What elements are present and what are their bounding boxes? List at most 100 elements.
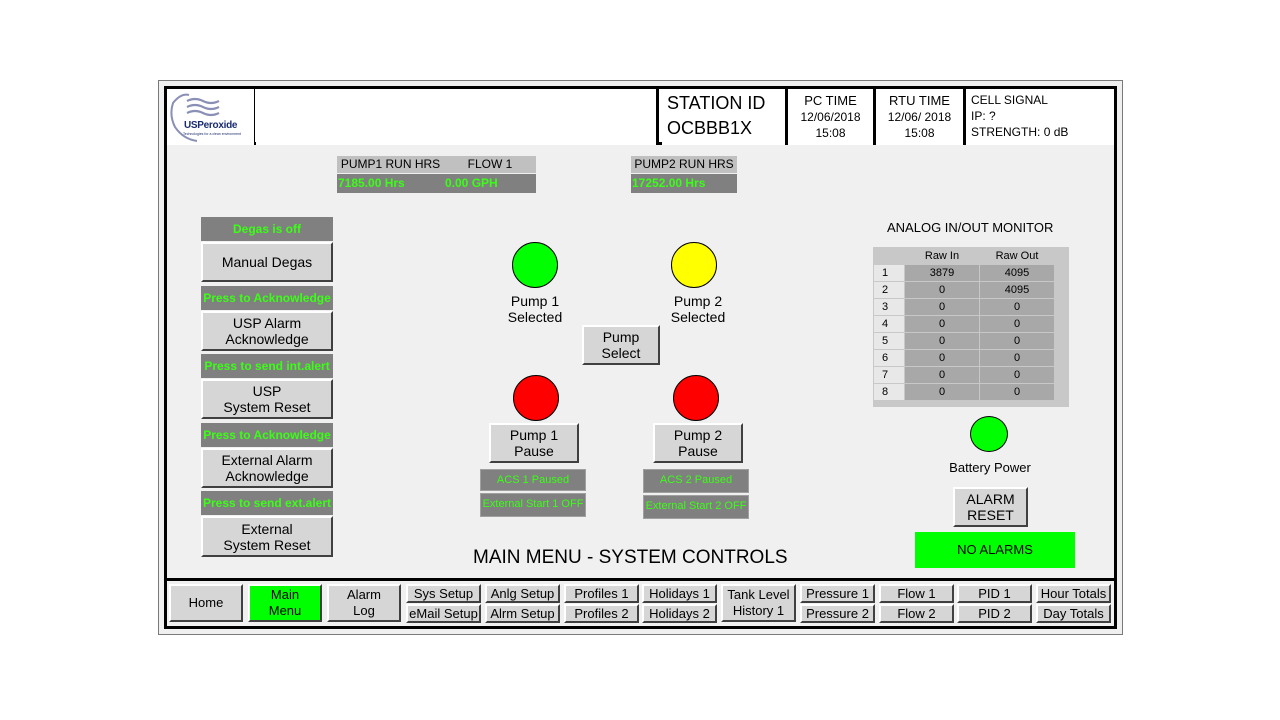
pump2-run-hrs-label: PUMP2 RUN HRS — [631, 156, 737, 173]
pump1-pause-button[interactable]: Pump 1 Pause — [489, 423, 579, 463]
analog-raw-out-value: 4095 — [979, 281, 1055, 299]
usp-alarm-acknowledge-button[interactable]: USP Alarm Acknowledge — [201, 311, 333, 351]
acs2-status: ACS 2 Paused — [643, 469, 749, 493]
analog-raw-in-value: 0 — [904, 366, 980, 384]
nav-flow2-button[interactable]: Flow 2 — [879, 604, 954, 623]
analog-monitor-title: ANALOG IN/OUT MONITOR — [887, 220, 1054, 235]
nav-alarm-log-button[interactable]: Alarm Log — [327, 584, 401, 622]
ext-alarm-ack-line2: Acknowledge — [225, 468, 309, 484]
pump-select-line2: Select — [601, 345, 641, 361]
pump1-selected-label: Pump 1 Selected — [495, 293, 575, 325]
nav-anlg-setup-button[interactable]: Anlg Setup — [485, 584, 560, 603]
analog-row-index: 8 — [873, 383, 905, 401]
analog-raw-out-value: 0 — [979, 383, 1055, 401]
nav-holidays1-button[interactable]: Holidays 1 — [642, 584, 717, 603]
pump2-selected-line1: Pump 2 — [673, 293, 723, 309]
ext-alarm-ack-line1: External Alarm — [221, 452, 313, 468]
battery-power-label: Battery Power — [949, 460, 1031, 475]
manual-degas-button[interactable]: Manual Degas — [201, 242, 333, 282]
external-start2-status: External Start 2 OFF — [643, 495, 749, 519]
battery-power-indicator — [970, 416, 1008, 452]
nav-pid2-button[interactable]: PID 2 — [957, 604, 1032, 623]
io-corner — [873, 247, 905, 265]
analog-raw-out-value: 0 — [979, 315, 1055, 333]
header-blank — [256, 89, 659, 145]
nav-day-totals-button[interactable]: Day Totals — [1036, 604, 1111, 623]
flow1-label: FLOW 1 — [444, 156, 536, 173]
pump2-pause-line2: Pause — [678, 443, 718, 459]
col-raw-in: Raw In — [904, 247, 980, 265]
nav-tank-level-history-button[interactable]: Tank Level History 1 — [721, 584, 796, 622]
nav-hour-totals-button[interactable]: Hour Totals — [1036, 584, 1111, 603]
pump1-run-hrs-value: 7185.00 Hrs — [337, 174, 444, 193]
cell-signal-box: CELL SIGNAL IP: ? STRENGTH: 0 dB — [966, 89, 1114, 145]
logo-tagline: Technologies for a clean environment — [183, 132, 241, 136]
station-id-box: STATION ID OCBBB1X — [662, 89, 788, 145]
pc-time-label: PC TIME — [804, 93, 857, 108]
flow1-value: 0.00 GPH — [444, 174, 536, 193]
alarm-reset-line1: ALARM — [966, 491, 1015, 507]
degas-status: Degas is off — [201, 217, 333, 241]
analog-raw-out-value: 0 — [979, 366, 1055, 384]
pump1-selected-indicator — [512, 242, 558, 288]
analog-row-index: 6 — [873, 349, 905, 367]
nav-main-menu-button[interactable]: Main Menu — [248, 584, 322, 622]
ext-reset-line1: External — [241, 520, 293, 537]
col-raw-out: Raw Out — [979, 247, 1055, 265]
acs1-status: ACS 1 Paused — [480, 469, 586, 491]
pump2-selected-line2: Selected — [670, 309, 726, 325]
nav-profiles2-button[interactable]: Profiles 2 — [564, 604, 639, 623]
usp-alarm-ack-line1: USP Alarm — [232, 315, 302, 331]
nav-profiles1-button[interactable]: Profiles 1 — [564, 584, 639, 603]
alarm-reset-line2: RESET — [967, 507, 1014, 523]
pc-time-box: PC TIME 12/06/2018 15:08 — [788, 89, 876, 145]
rtu-time: 15:08 — [904, 126, 935, 140]
ext-reset-line2: System Reset — [223, 536, 311, 553]
usp-system-reset-button[interactable]: USP System Reset — [201, 379, 333, 419]
nav-home-button[interactable]: Home — [169, 584, 243, 622]
nav-sys-setup-button[interactable]: Sys Setup — [406, 584, 481, 603]
ack-status-1: Press to Acknowledge — [201, 286, 333, 310]
analog-row-index: 3 — [873, 298, 905, 316]
analog-row-index: 2 — [873, 281, 905, 299]
external-system-reset-button[interactable]: External System Reset — [201, 516, 333, 557]
pump1-pause-line1: Pump 1 — [509, 427, 559, 443]
pump2-pause-button[interactable]: Pump 2 Pause — [653, 423, 743, 463]
pump2-selected-indicator — [671, 242, 717, 288]
pump-select-button[interactable]: Pump Select — [582, 325, 660, 365]
ip-label: IP: ? — [971, 109, 996, 123]
pump2-pause-line1: Pump 2 — [673, 427, 723, 443]
cell-signal-label: CELL SIGNAL — [971, 93, 1048, 107]
pc-time: 15:08 — [815, 126, 846, 140]
nav-email-setup-button[interactable]: eMail Setup — [406, 604, 481, 623]
analog-raw-out-value: 0 — [979, 332, 1055, 350]
nav-alarm-line2: Log — [353, 603, 375, 618]
nav-holidays2-button[interactable]: Holidays 2 — [642, 604, 717, 623]
nav-pressure2-button[interactable]: Pressure 2 — [800, 604, 875, 623]
pump2-selected-label: Pump 2 Selected — [658, 293, 738, 325]
nav-tank-line1: Tank Level — [727, 587, 790, 602]
analog-row-index: 4 — [873, 315, 905, 333]
nav-pressure1-button[interactable]: Pressure 1 — [800, 584, 875, 603]
usp-reset-line2: System Reset — [223, 399, 311, 415]
nav-main-line1: Main — [270, 587, 300, 602]
analog-raw-in-value: 0 — [904, 332, 980, 350]
nav-alrm-setup-button[interactable]: Alrm Setup — [485, 604, 560, 623]
alarm-status-banner: NO ALARMS — [915, 532, 1075, 568]
send-ext-alert-status: Press to send ext.alert — [201, 491, 333, 515]
nav-flow1-button[interactable]: Flow 1 — [879, 584, 954, 603]
alarm-reset-button[interactable]: ALARM RESET — [953, 487, 1028, 527]
nav-pid1-button[interactable]: PID 1 — [957, 584, 1032, 603]
logo: USPeroxide Technologies for a clean envi… — [167, 89, 255, 145]
nav-divider — [167, 578, 1114, 581]
send-int-alert-status: Press to send int.alert — [201, 354, 333, 378]
pc-date: 12/06/2018 — [800, 110, 861, 124]
external-alarm-acknowledge-button[interactable]: External Alarm Acknowledge — [201, 448, 333, 488]
analog-raw-out-value: 0 — [979, 298, 1055, 316]
